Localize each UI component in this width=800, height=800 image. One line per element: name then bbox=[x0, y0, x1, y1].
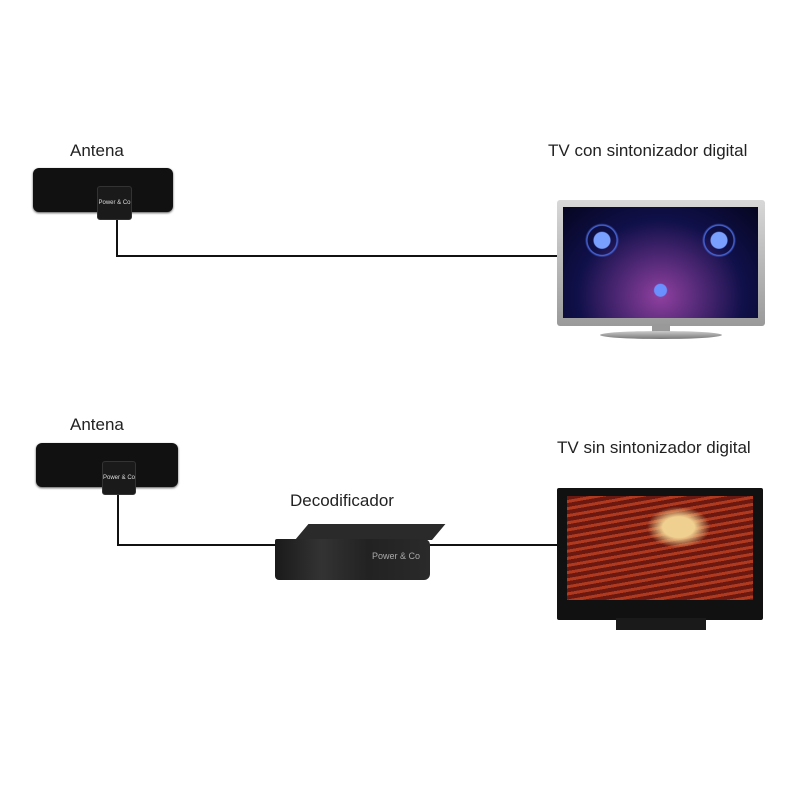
cable bbox=[116, 255, 561, 257]
decoder-box: Power & Co bbox=[275, 524, 446, 580]
tv-stand-top bbox=[652, 324, 670, 332]
tv-stand-bottom bbox=[616, 618, 706, 630]
tv-label-bottom: TV sin sintonizador digital bbox=[557, 438, 751, 457]
cable bbox=[430, 544, 560, 546]
tv-label-top: TV con sintonizador digital bbox=[548, 141, 748, 160]
decoder-label: Decodificador bbox=[290, 491, 394, 510]
tv-screen-theater bbox=[567, 496, 753, 600]
antenna-logo-top: Power & Co bbox=[97, 186, 132, 220]
antenna-logo-bottom: Power & Co bbox=[102, 461, 136, 495]
tv-stand-base-top bbox=[600, 331, 722, 339]
tv-screen-concert bbox=[563, 207, 758, 318]
antenna-label-bottom: Antena bbox=[70, 415, 124, 434]
decoder-logo: Power & Co bbox=[371, 551, 420, 561]
tv-digital bbox=[557, 200, 765, 326]
cable bbox=[117, 490, 119, 546]
cable bbox=[117, 544, 277, 546]
cable bbox=[116, 215, 118, 257]
tv-analog bbox=[557, 488, 763, 620]
antenna-label-top: Antena bbox=[70, 141, 124, 160]
